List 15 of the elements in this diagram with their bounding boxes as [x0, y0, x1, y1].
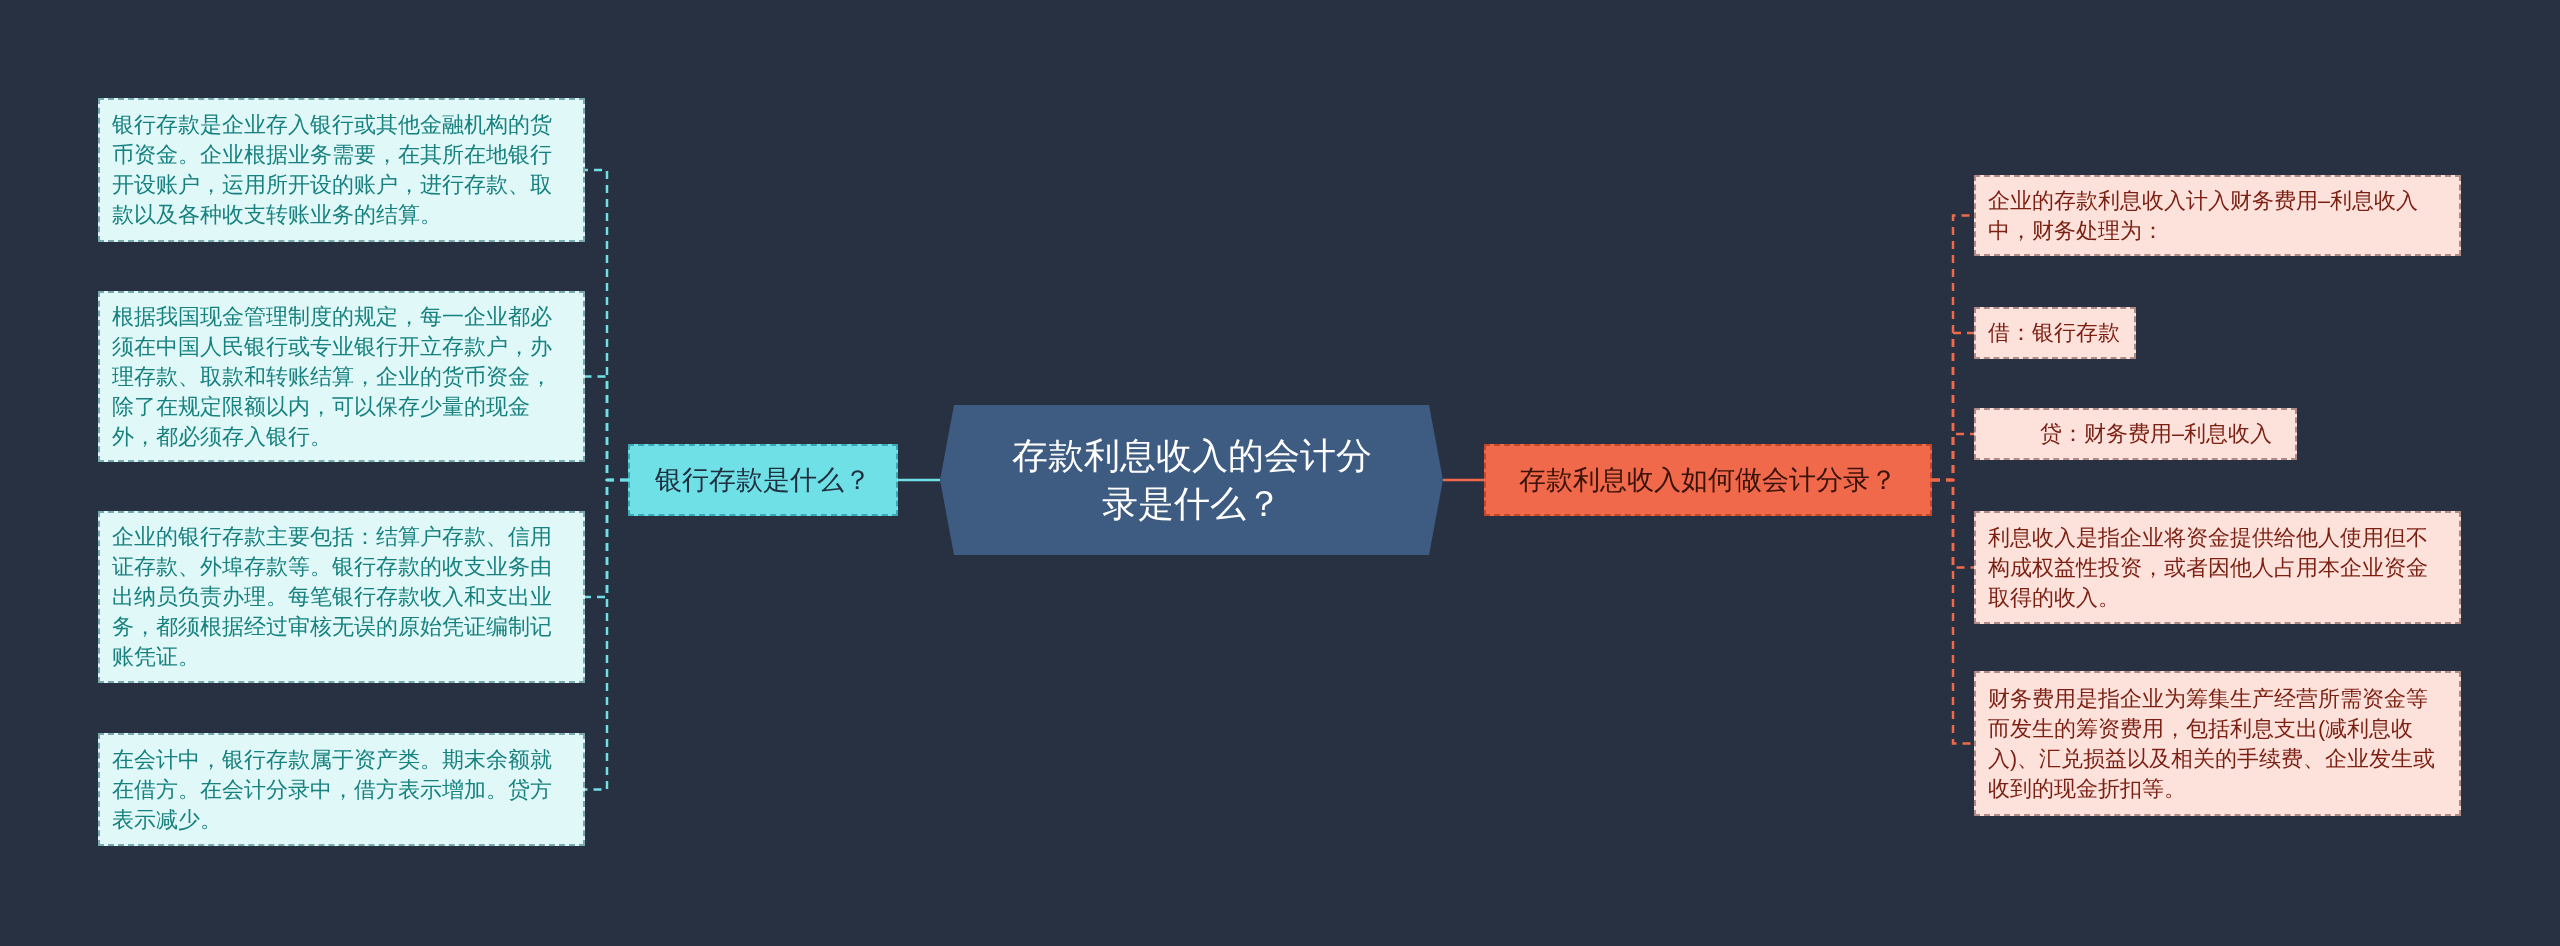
connector-line — [898, 478, 940, 482]
note-box: 利息收入是指企业将资金提供给他人使用但不构成权益性投资，或者因他人占用本企业资金取得的收入。 — [1974, 511, 2461, 624]
note-box: 企业的存款利息收入计入财务费用–利息收入中，财务处理为： — [1974, 175, 2461, 256]
note-box: 财务费用是指企业为筹集生产经营所需资金等而发生的筹资费用，包括利息支出(减利息收入)、汇兑损益以及相关的手续费、企业发生或收到的现金折扣等。 — [1974, 671, 2461, 816]
note-box: 企业的银行存款主要包括：结算户存款、信用证存款、外埠存款等。银行存款的收支业务由出纳员负责办理。每笔银行存款收入和支出业务，都须根据经过审核无误的原始凭证编制记账凭证。 — [98, 511, 585, 683]
subtopic-box: 银行存款是什么？ — [628, 444, 898, 516]
note-box: 根据我国现金管理制度的规定，每一企业都必须在中国人民银行或专业银行开立存款户，办理存款、取款和转账结算，企业的货币资金，除了在规定限额以内，可以保存少量的现金外，都必须存入银行。 — [98, 291, 585, 462]
note-box: 贷：财务费用–利息收入 — [1974, 408, 2297, 460]
note-box: 借：银行存款 — [1974, 307, 2136, 359]
note-box: 在会计中，银行存款属于资产类。期末余额就在借方。在会计分录中，借方表示增加。贷方表示减少。 — [98, 733, 585, 846]
subtopic-box: 存款利息收入如何做会计分录？ — [1484, 444, 1932, 516]
connector-line — [1443, 478, 1484, 482]
note-box: 银行存款是企业存入银行或其他金融机构的货币资金。企业根据业务需要，在其所在地银行开设账户，运用所开设的账户，进行存款、取款以及各种收支转账业务的结算。 — [98, 98, 585, 242]
connector-line — [1932, 478, 1974, 745]
connector-line — [585, 478, 628, 791]
